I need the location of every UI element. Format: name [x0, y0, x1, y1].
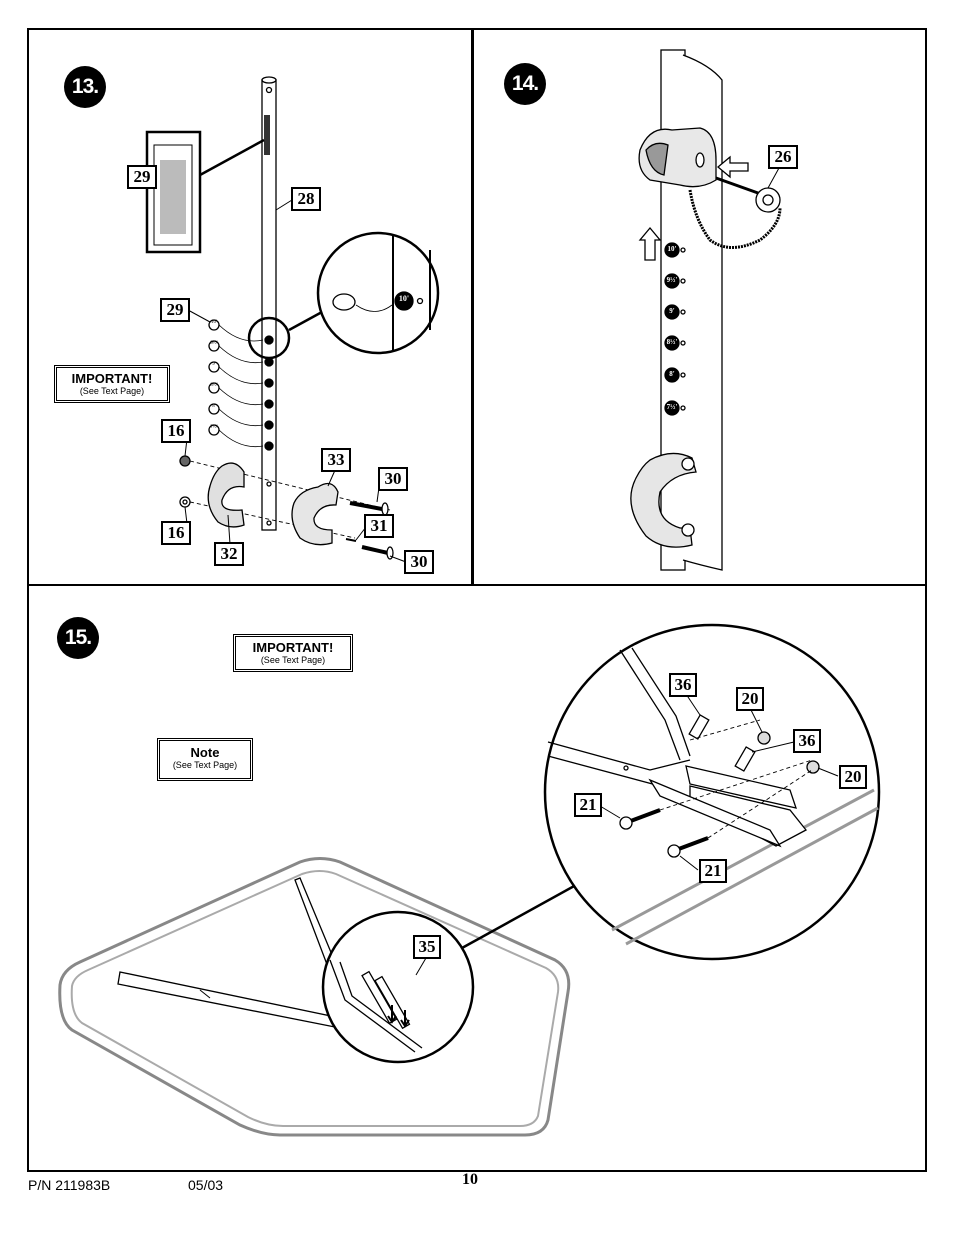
callout-21-bolt-left: 21: [574, 793, 602, 817]
important-subtitle: (See Text Page): [260, 655, 326, 665]
callout-20-nut-upper: 20: [736, 687, 764, 711]
callout-35-plates: 35: [413, 935, 441, 959]
callout-21-bolt-lower: 21: [699, 859, 727, 883]
page-number: 10: [462, 1171, 478, 1188]
callout-33-bracket: 33: [321, 448, 351, 472]
step13-illustration: [145, 76, 440, 563]
step13-sticker-9: 9': [212, 362, 216, 367]
callout-28-pole: 28: [291, 187, 321, 211]
step13-important-notice: IMPORTANT! (See Text Page): [54, 365, 170, 403]
callout-29-height-stickers: 29: [160, 298, 190, 322]
callout-30-bolt-upper: 30: [378, 467, 408, 491]
callout-32-bracket: 32: [214, 542, 244, 566]
callout-29-decal: 29: [127, 165, 157, 189]
panel-step-15: [27, 584, 927, 1172]
step13-sticker-8-5: 8½': [210, 383, 218, 388]
step14-height-8-5: 8½': [666, 338, 678, 346]
step13-sticker-7-5: 7½': [210, 425, 218, 430]
note-title: Note: [190, 745, 220, 760]
callout-16-nut-lower: 16: [161, 521, 191, 545]
step14-illustration: [630, 49, 782, 571]
step14-height-9: 9': [669, 307, 675, 315]
step13-sticker-9-5: 9½': [210, 341, 218, 346]
callout-31-screw: 31: [364, 514, 394, 538]
step13-zoom-height-label: 10': [398, 294, 410, 303]
step14-height-9-5: 9½': [666, 276, 678, 284]
step-14-badge: 14.: [504, 63, 546, 105]
step14-height-7-5: 7½': [666, 403, 678, 411]
callout-36-spacer-left: 36: [669, 673, 697, 697]
part-number: P/N 211983B: [28, 1177, 111, 1193]
callout-30-bolt-lower: 30: [404, 550, 434, 574]
step13-sticker-8: 8': [212, 404, 216, 409]
important-subtitle: (See Text Page): [79, 386, 145, 396]
step15-note-notice: Note (See Text Page): [157, 738, 253, 781]
important-title: IMPORTANT!: [71, 371, 153, 386]
step15-important-notice: IMPORTANT! (See Text Page): [233, 634, 353, 672]
note-subtitle: (See Text Page): [172, 760, 238, 770]
callout-20-nut-lower: 20: [839, 765, 867, 789]
step-15-badge: 15.: [57, 617, 99, 659]
step14-height-10: 10': [667, 245, 677, 253]
step13-sticker-10: 10': [211, 320, 217, 325]
step15-illustration: [58, 623, 881, 1137]
step14-height-8: 8': [669, 370, 675, 378]
callout-16-nut-upper: 16: [161, 419, 191, 443]
step-13-badge: 13.: [64, 66, 106, 108]
revision-date: 05/03: [188, 1177, 224, 1193]
important-title: IMPORTANT!: [252, 640, 334, 655]
callout-26-pin: 26: [768, 145, 798, 169]
callout-36-spacer-right: 36: [793, 729, 821, 753]
